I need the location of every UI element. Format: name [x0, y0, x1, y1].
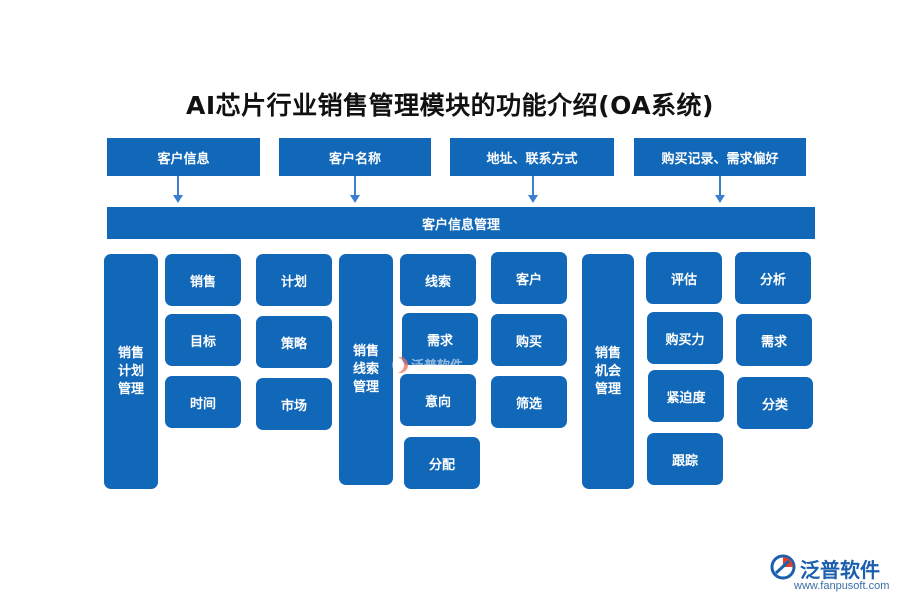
diagram-title: AI芯片行业销售管理模块的功能介绍(OA系统): [186, 91, 714, 120]
tile-time: 时间: [165, 376, 241, 428]
brand-name: 泛普软件: [800, 558, 880, 582]
down-arrow-1: [173, 176, 183, 203]
watermark-logo-icon: [392, 356, 408, 373]
tile-leads: 线索: [400, 254, 476, 306]
tile-intent: 意向: [400, 374, 476, 426]
down-arrow-3: [528, 176, 538, 203]
tile-purchasing-power: 购买力: [647, 312, 723, 364]
tile-plan: 计划: [256, 254, 332, 306]
tile-sales: 销售: [165, 254, 241, 306]
watermark-text: 泛普软件: [411, 359, 464, 374]
tile-analysis: 分析: [735, 252, 811, 304]
customer-info-management-bar: 客户信息管理: [107, 207, 815, 239]
top-box-purchase-history: 购买记录、需求偏好: [634, 138, 806, 176]
tile-filter: 筛选: [491, 376, 567, 428]
tile-market: 市场: [256, 378, 332, 430]
tile-demand: 需求: [736, 314, 812, 366]
tile-target: 目标: [165, 314, 241, 366]
tile-evaluate: 评估: [646, 252, 722, 304]
tile-urgency: 紧迫度: [648, 370, 724, 422]
top-box-label: 客户信息: [157, 151, 210, 167]
section-sales-opportunity: 销售 机会 管理: [582, 254, 634, 489]
bar-label: 客户信息管理: [421, 217, 500, 233]
top-box-label: 地址、联系方式: [486, 151, 578, 167]
tile-needs: 需求: [402, 313, 478, 365]
top-box-address-contact: 地址、联系方式: [450, 138, 614, 176]
top-box-customer-name: 客户名称: [279, 138, 431, 176]
brand-logo: 泛普软件 www.fanpusoft.com: [770, 552, 895, 597]
tile-purchase: 购买: [491, 314, 567, 366]
section-sales-leads: 销售 线索 管理: [339, 254, 393, 485]
tile-assign: 分配: [404, 437, 480, 489]
brand-logo-icon: [770, 554, 796, 580]
brand-url: www.fanpusoft.com: [794, 580, 890, 592]
watermark: 泛普软件: [392, 355, 463, 374]
tile-tracking: 跟踪: [647, 433, 723, 485]
top-box-label: 购买记录、需求偏好: [661, 151, 779, 167]
top-box-customer-info: 客户信息: [107, 138, 260, 176]
tile-customer: 客户: [491, 252, 567, 304]
down-arrow-2: [350, 176, 360, 203]
top-box-label: 客户名称: [328, 151, 381, 167]
tile-classify: 分类: [737, 377, 813, 429]
section-sales-plan: 销售 计划 管理: [104, 254, 158, 489]
tile-strategy: 策略: [256, 316, 332, 368]
down-arrow-4: [715, 176, 725, 203]
